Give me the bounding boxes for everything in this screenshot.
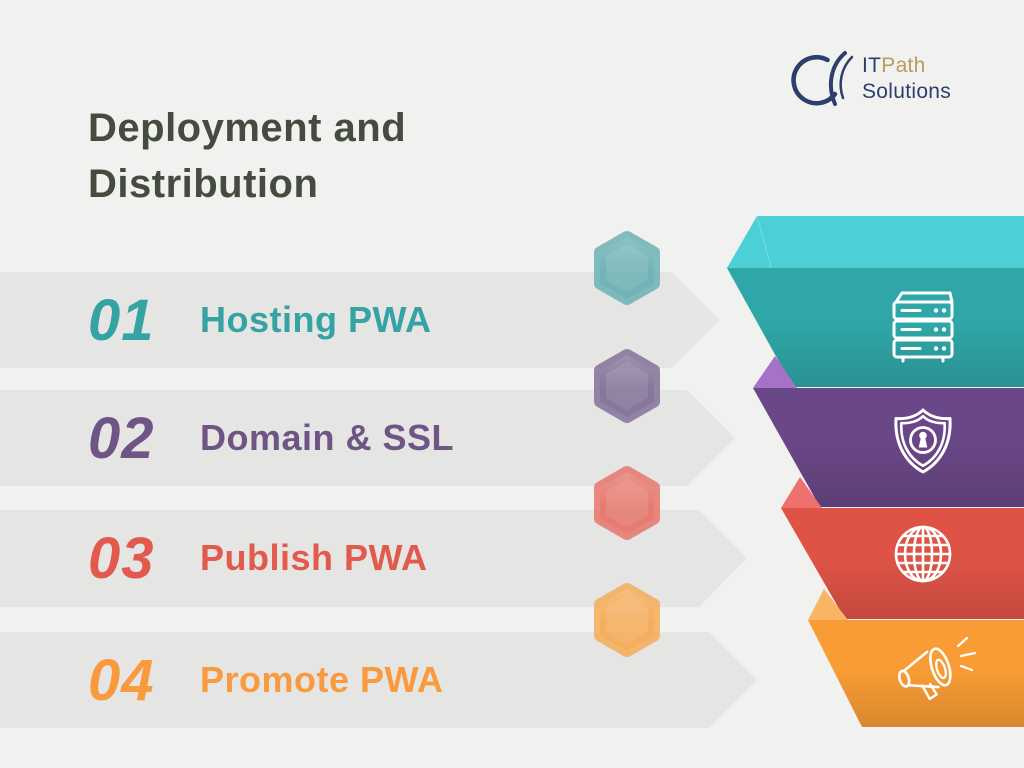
step-row-4: 04 Promote PWA	[0, 632, 600, 728]
funnel-top-face-4	[808, 589, 848, 620]
logo-part-path: Path	[881, 54, 926, 77]
logo-part-solutions: Solutions	[862, 80, 952, 103]
funnel-top-face-1	[727, 216, 1024, 268]
step-number: 04	[88, 647, 155, 713]
step-arrow-bar-2	[0, 390, 735, 486]
step-number: 02	[88, 405, 155, 471]
hex-marker-3	[594, 466, 660, 540]
logo-text: ITPath Solutions	[862, 53, 951, 105]
step-arrow-bar-3	[0, 510, 747, 607]
funnel-top-face-3	[781, 477, 822, 508]
step-row-3: 03 Publish PWA	[0, 510, 600, 606]
step-arrow-bar-4	[0, 632, 757, 728]
step-label: Publish PWA	[200, 537, 428, 578]
funnel	[727, 215, 1024, 727]
logo-swoosh-icon	[791, 51, 854, 106]
funnel-top-fold-line	[756, 215, 772, 268]
company-logo: ITPath Solutions	[786, 50, 951, 108]
step-number: 01	[88, 287, 155, 353]
shield-lock-icon	[894, 408, 952, 474]
funnel-segment-4-shade	[808, 620, 1024, 727]
step-arrow-bars	[0, 272, 757, 728]
hex-marker-4	[594, 583, 660, 657]
step-row-2: 02 Domain & SSL	[0, 390, 600, 486]
funnel-top-face-2	[753, 356, 797, 388]
step-arrow-bar-1	[0, 272, 720, 368]
megaphone-icon	[897, 636, 977, 701]
server-icon	[892, 291, 954, 363]
hex-marker-1	[594, 231, 660, 305]
hexagon-markers	[594, 231, 660, 657]
step-label: Promote PWA	[200, 659, 444, 700]
globe-icon	[894, 525, 952, 583]
step-number: 03	[88, 525, 155, 591]
step-row-1: 01 Hosting PWA	[0, 272, 600, 368]
page-title: Deployment and Distribution	[88, 106, 407, 206]
step-label: Hosting PWA	[200, 299, 432, 340]
logo-part-it: IT	[862, 54, 882, 77]
step-label: Domain & SSL	[200, 417, 455, 458]
funnel-segment-2-shade	[753, 388, 1024, 507]
hex-marker-2	[594, 349, 660, 423]
